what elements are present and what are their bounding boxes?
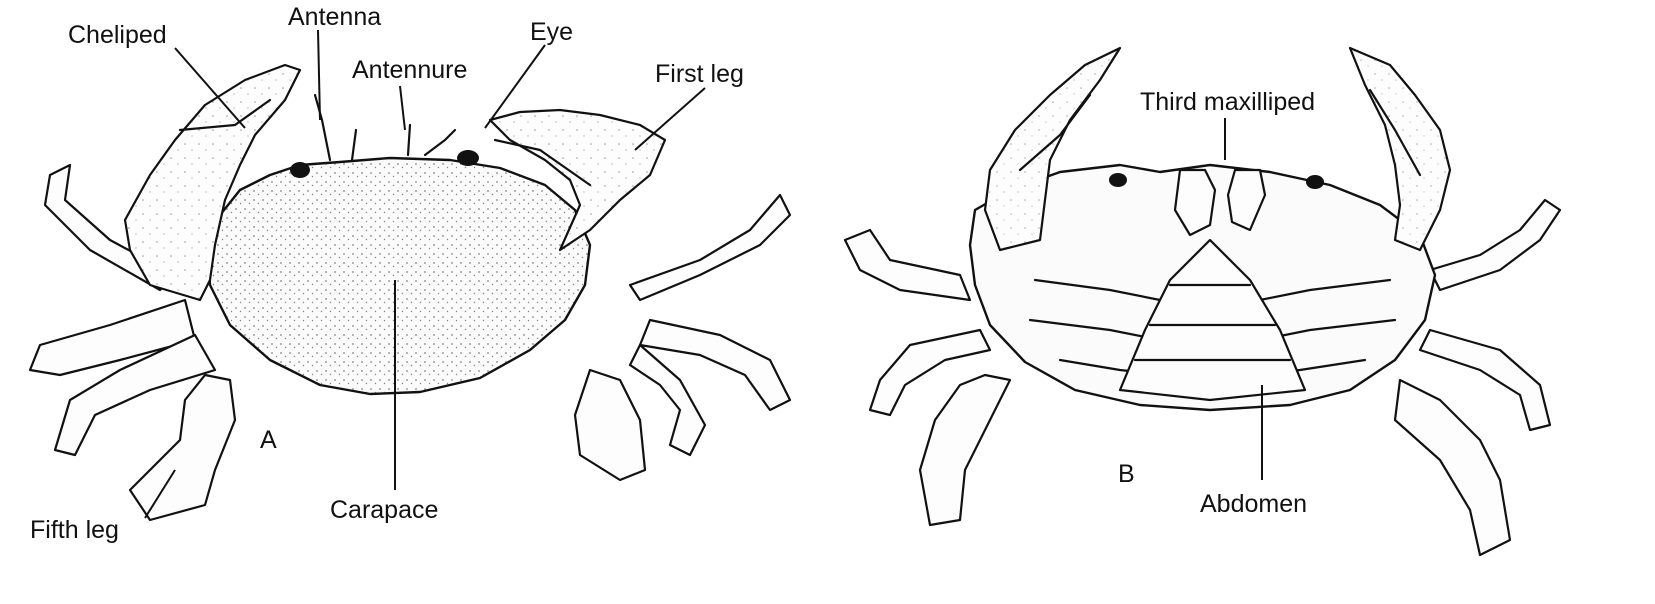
panel-b-letter: B (1118, 460, 1135, 488)
right-walking-legs (575, 195, 790, 480)
crab-ventral-view (845, 48, 1560, 555)
third-maxilliped-label: Third maxilliped (1140, 88, 1315, 116)
crab-dorsal-view (30, 65, 790, 520)
fifth-leg-label: Fifth leg (30, 516, 119, 544)
first-leg-label: First leg (655, 60, 744, 88)
antenna-label: Antenna (288, 3, 381, 31)
carapace-label: Carapace (330, 496, 438, 524)
ventral-left-eye (1109, 173, 1127, 187)
abdomen-label: Abdomen (1200, 490, 1307, 518)
cheliped-label: Cheliped (68, 21, 167, 49)
left-eye (290, 162, 310, 178)
eye-label: Eye (530, 18, 573, 46)
ventral-right-eye (1306, 175, 1324, 189)
carapace-stipple (208, 158, 590, 394)
antennule-drawing (408, 125, 410, 155)
antennule-label: Antennure (352, 56, 467, 84)
right-eye (457, 150, 479, 166)
antenna-drawing (315, 95, 330, 160)
panel-a-letter: A (260, 426, 277, 454)
